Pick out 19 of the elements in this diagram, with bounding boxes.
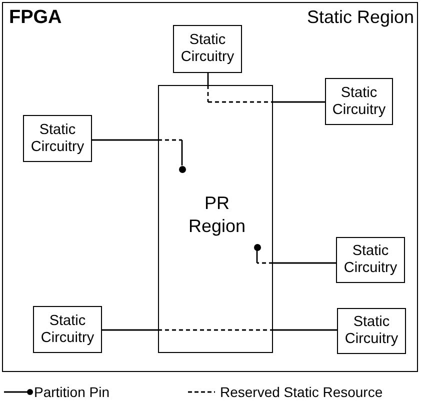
legend-label: Partition Pin — [34, 384, 110, 400]
region-title: FPGA — [9, 7, 62, 29]
fpga-region — [2, 2, 418, 372]
partition-pin — [178, 166, 186, 172]
static-circuitry-box: Static Circuitry — [337, 308, 406, 354]
pr-region-box — [158, 85, 273, 353]
partition-pin — [254, 244, 260, 250]
connector-line — [92, 139, 183, 166]
static-circuitry-box: Static Circuitry — [33, 306, 102, 353]
region-label: Static Region — [306, 7, 414, 28]
connector-line — [256, 250, 336, 264]
connector-line — [102, 329, 337, 331]
static-circuitry-box: Static Circuitry — [173, 25, 242, 73]
static-circuitry-box: Static Circuitry — [336, 237, 405, 283]
static-circuitry-box: Static Circuitry — [325, 78, 393, 125]
static-circuitry-box: Static Circuitry — [23, 115, 92, 162]
region-label: PR Region — [187, 192, 247, 237]
connector-line — [207, 73, 325, 103]
legend-label: Reserved Static Resource — [220, 384, 383, 400]
